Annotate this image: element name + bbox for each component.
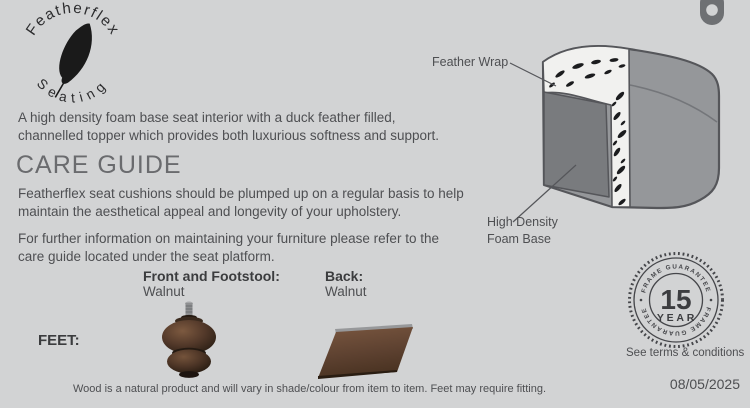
care-paragraph-1: Featherflex seat cushions should be plum… <box>18 185 464 221</box>
badge-tick-ring <box>628 252 724 348</box>
feather-wrap-label: Feather Wrap <box>432 55 509 69</box>
feather-marks <box>549 58 627 206</box>
front-footstool-label: Front and Footstool: <box>143 268 280 284</box>
care-paragraph-2-line-2: care guide located under the seat platfo… <box>18 249 275 264</box>
terms-conditions-text: See terms & conditions <box>626 347 745 359</box>
feather-wrap-leader-line <box>509 62 557 87</box>
foam-base-block <box>543 91 610 198</box>
care-paragraph-2: For further information on maintaining y… <box>18 230 439 266</box>
feather-quill-icon <box>54 23 92 98</box>
cushion-cutaway-diagram <box>530 28 725 248</box>
foam-base-label: High Density Foam Base <box>487 214 558 247</box>
zip-pull-icon <box>697 0 727 30</box>
care-paragraph-1-line-2: maintain the aesthetical appeal and long… <box>18 204 402 219</box>
brand-name-bottom: Seating <box>34 76 112 106</box>
diagram-leader-lines <box>509 62 577 223</box>
foam-base-label-line-2: Foam Base <box>487 231 551 246</box>
brand-logo-svg: Featherflex Seating <box>23 0 123 106</box>
care-paragraph-2-line-1: For further information on maintaining y… <box>18 231 439 246</box>
intro-line-1: A high density foam base seat interior w… <box>18 110 396 125</box>
document-date: 08/05/2025 <box>669 376 740 392</box>
intro-paragraph: A high density foam base seat interior w… <box>18 109 439 145</box>
front-footstool-value: Walnut <box>143 284 185 299</box>
intro-line-2: channelled topper which provides both lu… <box>18 128 440 143</box>
care-paragraph-1-line-1: Featherflex seat cushions should be plum… <box>18 186 464 201</box>
wood-disclaimer-text: Wood is a natural product and will vary … <box>73 383 547 395</box>
badge-unit: YEAR <box>657 312 697 324</box>
brand-logo: Featherflex Seating <box>12 0 134 122</box>
feather-wrap-layer <box>542 45 631 208</box>
wedge-foot-image <box>312 322 416 387</box>
foam-base-label-line-1: High Density <box>487 215 558 229</box>
foam-base-leader-line <box>512 164 577 223</box>
feet-label: FEET: <box>38 332 80 349</box>
back-label: Back: <box>325 268 364 284</box>
bun-foot-image <box>148 300 230 385</box>
frame-guarantee-badge: FRAME GUARANTEE FRAME GUARANTEE 15 YEAR <box>626 250 726 355</box>
care-guide-title: CARE GUIDE <box>16 151 182 179</box>
badge-years: 15 <box>660 284 691 315</box>
brand-name-top: Featherflex <box>23 0 123 39</box>
back-value: Walnut <box>325 284 367 299</box>
